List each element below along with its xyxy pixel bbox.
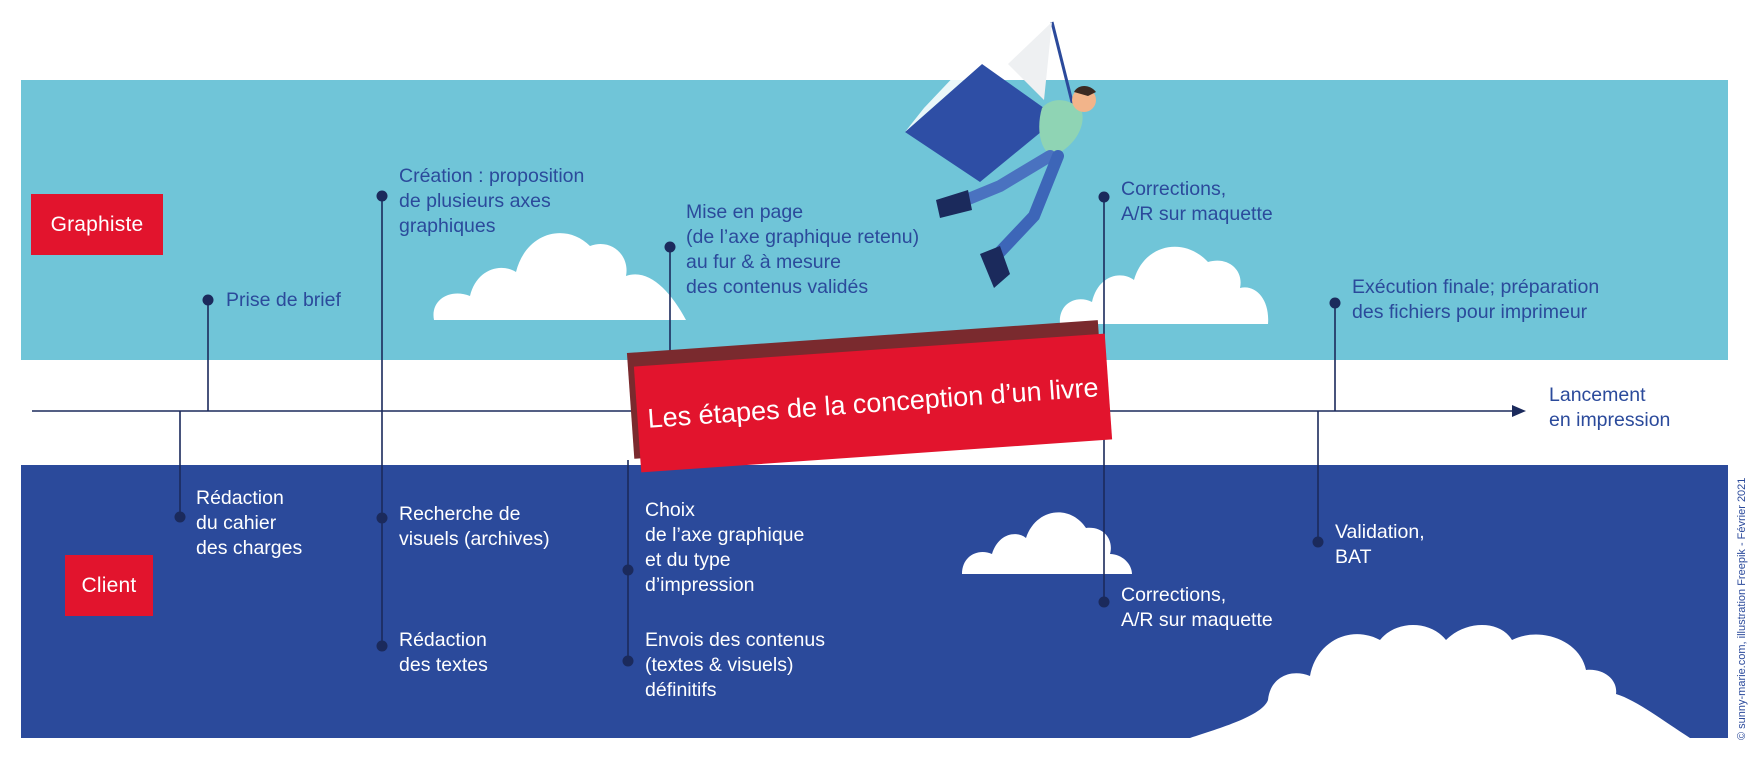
client-step-2: Recherche de visuels (archives) xyxy=(399,503,550,550)
cloud-icon xyxy=(433,233,686,320)
credit-text: © sunny-marie.com, illustration Freepik … xyxy=(1736,477,1748,740)
cloud-icon xyxy=(1190,625,1690,738)
role-label-graphiste: Graphiste xyxy=(31,194,163,255)
client-step-4: Choix de l’axe graphique et du type d’im… xyxy=(645,499,805,596)
step-marker xyxy=(174,190,1341,667)
role-label-client: Client xyxy=(65,555,153,616)
timeline-end-label: Lancement en impression xyxy=(1549,384,1671,431)
arrow-head-icon xyxy=(1512,405,1526,417)
cloud-icon xyxy=(1059,246,1269,324)
cloud-icon xyxy=(962,512,1132,574)
graphiste-step-3: Mise en page (de l’axe graphique retenu)… xyxy=(686,201,920,298)
graphiste-step-5: Exécution finale; préparation des fichie… xyxy=(1352,276,1600,323)
client-step-3: Rédaction des textes xyxy=(399,629,488,676)
client-step-1: Rédaction du cahier des charges xyxy=(196,487,303,559)
client-step-5: Envois des contenus (textes & visuels) d… xyxy=(645,629,825,701)
graphiste-band xyxy=(21,80,1728,360)
graphiste-step-2: Création : proposition de plusieurs axes… xyxy=(399,165,585,237)
graphiste-step-1: Prise de brief xyxy=(226,289,341,311)
graphiste-step-4: Corrections, A/R sur maquette xyxy=(1121,178,1273,225)
flying-man-with-book-icon xyxy=(905,21,1096,288)
client-step-6: Corrections, A/R sur maquette xyxy=(1121,584,1273,631)
client-step-7: Validation, BAT xyxy=(1335,521,1425,568)
